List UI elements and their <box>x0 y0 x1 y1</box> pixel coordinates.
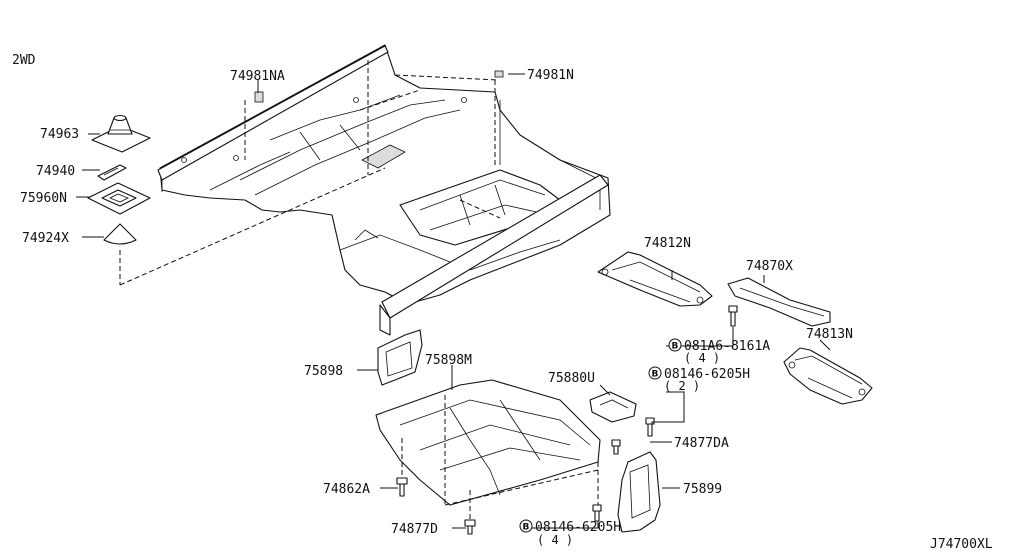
member-74812N <box>597 251 713 307</box>
floor-panel-assembly <box>157 44 611 336</box>
callout-74981NA[interactable]: 74981NA <box>230 69 285 84</box>
variant-label: 2WD <box>12 53 36 68</box>
callout-08146-6205H-b[interactable]: 08146-6205H <box>535 520 621 535</box>
callout-08146-6205H-a[interactable]: 08146-6205H <box>664 367 750 382</box>
brace-74870X <box>727 277 831 327</box>
boot-seal-75960N <box>87 182 151 215</box>
bolt-symbol-letter: B <box>523 523 530 533</box>
bolt-symbol-letter: B <box>652 370 659 380</box>
callout-74812N[interactable]: 74812N <box>644 236 691 251</box>
plug-74981N-icon <box>494 70 504 78</box>
callout-74924X[interactable]: 74924X <box>22 231 69 246</box>
cone-74924X <box>103 223 137 245</box>
side-cover-75899 <box>617 451 661 533</box>
callout-081A6-8161A-qty: ( 4 ) <box>684 351 720 365</box>
clip-74877DA-icon <box>611 439 621 447</box>
callout-74870X[interactable]: 74870X <box>746 259 793 274</box>
callout-08146-6205H-b-qty: ( 4 ) <box>537 533 573 547</box>
callout-74940[interactable]: 74940 <box>36 164 75 179</box>
callout-75880U[interactable]: 75880U <box>548 371 595 386</box>
diagram-code: J74700XL <box>930 537 993 552</box>
callout-74877D[interactable]: 74877D <box>391 522 438 537</box>
callout-74862A[interactable]: 74862A <box>323 482 370 497</box>
shift-boot-74963 <box>91 114 151 153</box>
callout-08146-6205H-a-qty: ( 2 ) <box>664 379 700 393</box>
bolt-symbol-letter: B <box>672 342 679 352</box>
callout-081A6-8161A[interactable]: 081A6-8161A <box>684 339 770 354</box>
callout-74981N[interactable]: 74981N <box>527 68 574 83</box>
bolt-08146-6205H-a-icon <box>645 417 655 425</box>
leader-lines <box>76 73 831 529</box>
callout-74813N[interactable]: 74813N <box>806 327 853 342</box>
panel-dashed-references <box>119 60 501 286</box>
bolt-081A6-8161A <box>728 305 738 327</box>
bolt-08146-6205H-b-icon <box>592 504 602 512</box>
grommet-74981NA-icon <box>254 91 264 103</box>
side-cover-75898 <box>377 329 423 386</box>
bracket-74940 <box>97 164 127 181</box>
callout-74963[interactable]: 74963 <box>40 127 79 142</box>
callout-74877DA[interactable]: 74877DA <box>674 436 729 451</box>
callout-75960N[interactable]: 75960N <box>20 191 67 206</box>
clip-74862A-icon <box>396 477 408 485</box>
callout-75898M[interactable]: 75898M <box>425 353 472 368</box>
callout-labels: 2WD 74981NA 74981N 74963 74940 75960N 74… <box>12 53 993 552</box>
member-74813N <box>783 347 873 405</box>
callout-75898[interactable]: 75898 <box>304 364 343 379</box>
bolt-symbol-icon <box>668 338 682 352</box>
clips-and-bolts <box>396 417 655 535</box>
bolt-symbol-icon <box>648 366 662 380</box>
clip-74877D-icon <box>464 519 476 527</box>
under-cover-dashed-references <box>401 395 599 520</box>
bolt-symbol-icon <box>519 519 533 533</box>
bracket-75880U <box>589 391 637 423</box>
under-cover-75898M <box>375 379 601 506</box>
callout-75899[interactable]: 75899 <box>683 482 722 497</box>
